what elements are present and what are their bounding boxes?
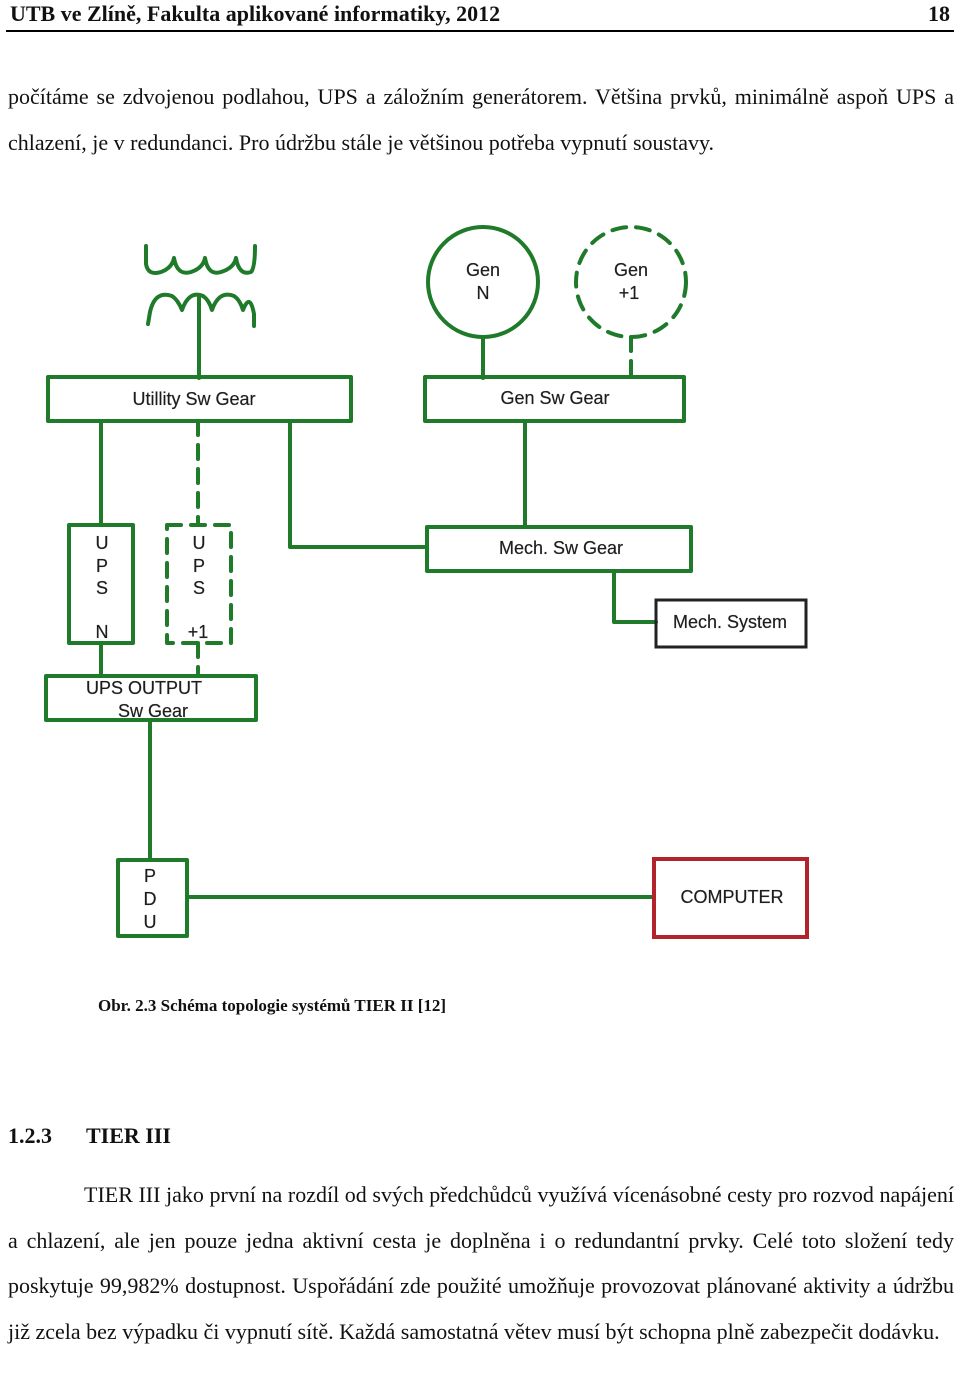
ups-plus1-label-p: P <box>193 556 205 576</box>
gen-n-label-1: Gen <box>466 260 500 280</box>
ups-n-label-s: S <box>96 578 108 598</box>
section-title: TIER III <box>86 1123 171 1148</box>
ups-output-label-1: UPS OUTPUT <box>86 678 202 698</box>
pdu-label-d: D <box>144 889 157 909</box>
utility-to-mech-line <box>288 419 427 549</box>
ups-output-label-2: Sw Gear <box>118 701 188 721</box>
mech-sw-gear-label: Mech. Sw Gear <box>499 538 623 558</box>
ups-n-label-u: U <box>96 533 109 553</box>
transformer-primary-coil <box>144 244 257 275</box>
gen-sw-gear-box <box>423 375 686 423</box>
ups-n-label-n: N <box>96 622 109 642</box>
ups-plus1-label-plus1: +1 <box>188 622 209 642</box>
gen-plus1-label-2: +1 <box>619 283 640 303</box>
gen-sw-gear-label: Gen Sw Gear <box>500 388 609 408</box>
figure-caption: Obr. 2.3 Schéma topologie systémů TIER I… <box>98 996 447 1015</box>
mech-system-label: Mech. System <box>673 612 787 632</box>
section-heading: 1.2.3 TIER III <box>8 1123 171 1149</box>
utility-sw-gear-label: Utillity Sw Gear <box>132 389 255 409</box>
intro-paragraph: počítáme se zdvojenou podlahou, UPS a zá… <box>8 84 954 155</box>
mech-to-system-line <box>612 569 658 624</box>
ups-plus1-label-s: S <box>193 578 205 598</box>
computer-box <box>652 857 809 939</box>
body-paragraph: TIER III jako první na rozdíl od svých p… <box>8 1182 954 1344</box>
gen-plus1-circle <box>574 225 688 339</box>
gen-n-label-2: N <box>477 283 490 303</box>
computer-label: COMPUTER <box>681 887 784 907</box>
page-number: 18 <box>928 1 950 26</box>
header-title: UTB ve Zlíně, Fakulta aplikované informa… <box>10 1 501 26</box>
mech-system-box <box>654 598 808 649</box>
page-header: UTB ve Zlíně, Fakulta aplikované informa… <box>6 0 954 32</box>
gen-n-circle <box>426 225 540 339</box>
mech-sw-gear-box <box>425 525 693 573</box>
gen-plus1-label-1: Gen <box>614 260 648 280</box>
ups-plus1-label-u: U <box>193 533 206 553</box>
pdu-label-u: U <box>144 912 157 932</box>
ups-n-label-p: P <box>96 556 108 576</box>
transformer-secondary-coil <box>146 292 256 328</box>
section-number: 1.2.3 <box>8 1123 52 1148</box>
pdu-label-p: P <box>144 866 156 886</box>
tier2-topology-diagram: Gen N Gen +1 Utillity Sw Gear Gen Sw Gea… <box>44 225 809 939</box>
